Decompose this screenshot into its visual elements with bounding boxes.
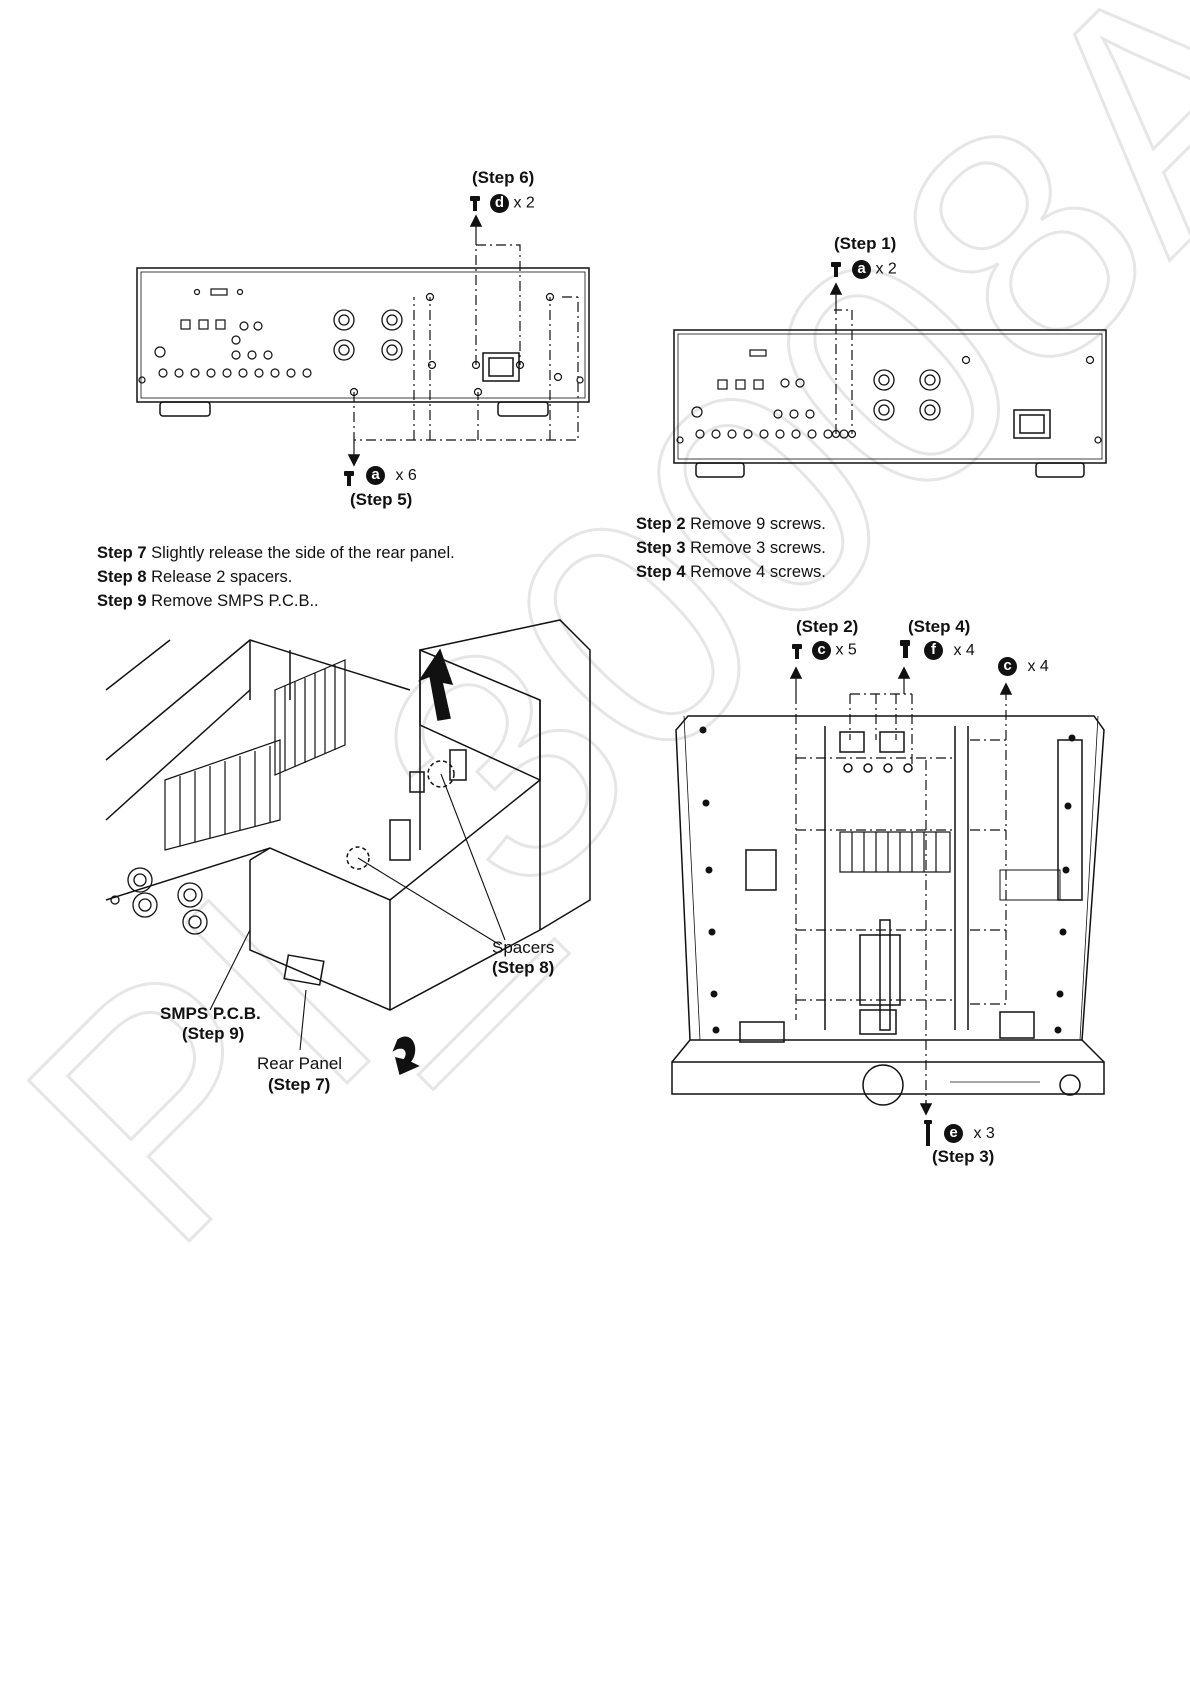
step4-label: (Step 4) [908,617,971,636]
screw-type-badge: e [944,1124,963,1143]
step3-label: (Step 3) [932,1147,995,1166]
instructions-left: Step 7 Slightly release the side of the … [97,541,455,613]
screw-count: x 6 [395,466,417,484]
screw-type-badge: c [812,641,831,660]
screw-type-badge: d [490,194,509,213]
instruction-step2: Step 2 Remove 9 screws. [636,515,826,533]
screw-count: x 3 [973,1124,995,1142]
screw-count: x 5 [835,641,857,659]
screw-type-badge: f [924,641,943,660]
step5-label: (Step 5) [350,490,413,509]
step2-label: (Step 2) [796,617,859,636]
instruction-step9: Step 9 Remove SMPS P.C.B.. [97,592,319,610]
screw-count: x 2 [513,194,535,212]
step5-screw-callout: a x 6 [366,466,417,485]
instruction-step3: Step 3 Remove 3 screws. [636,539,826,557]
spacers-label: Spacers [492,938,555,957]
spacers-step-label: (Step 8) [492,958,555,977]
instructions-right: Step 2 Remove 9 screws. Step 3 Remove 3 … [636,512,826,584]
step6-label: (Step 6) [472,168,535,187]
instruction-step8: Step 8 Release 2 spacers. [97,568,293,586]
screw-type-badge: c [998,657,1017,676]
screw-count: x 4 [953,641,975,659]
step3-screw-callout: e x 3 [944,1124,995,1143]
instruction-step4: Step 4 Remove 4 screws. [636,563,826,581]
smps-pcb-step-label: (Step 9) [182,1024,245,1043]
screw-count: x 2 [875,260,897,278]
extra-c-screw-callout: c x 4 [998,657,1049,676]
screw-icon [344,196,480,486]
screw-count: x 4 [1027,657,1049,675]
step1-screw-callout: a x 2 [852,260,897,279]
step6-screw-callout: d x 2 [490,194,535,213]
screw-type-badge: a [852,260,871,279]
rear-panel-step-label: (Step 7) [268,1075,331,1094]
step2-screw-callout: c x 5 [812,641,857,660]
smps-pcb-label: SMPS P.C.B. [160,1004,261,1023]
step4-screw-callout: f x 4 [924,641,975,660]
instruction-step7: Step 7 Slightly release the side of the … [97,544,455,562]
step1-label: (Step 1) [834,234,897,253]
rear-panel-label: Rear Panel [257,1054,343,1073]
screw-type-badge: a [366,466,385,485]
